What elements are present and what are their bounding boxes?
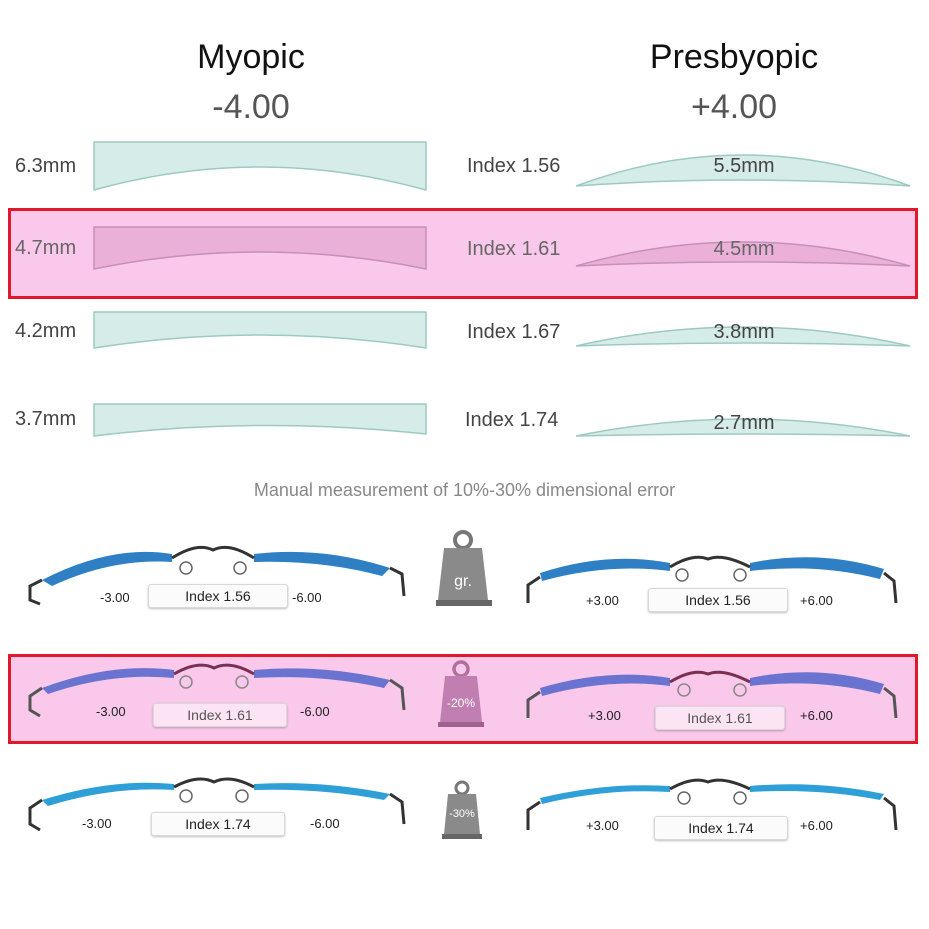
index-label: Index 1.74	[465, 409, 559, 431]
weight-label: gr.	[454, 573, 472, 590]
presbyopic-thickness-label: 2.7mm	[713, 412, 775, 434]
convex-lens-profile	[574, 402, 912, 440]
presbyopic-thickness-label: 5.5mm	[713, 155, 775, 177]
index-box: Index 1.61	[153, 703, 287, 727]
plus-power-right: +6.00	[800, 818, 833, 833]
plus-power-left: +3.00	[586, 593, 619, 608]
index-box: Index 1.74	[654, 816, 788, 840]
index-box: Index 1.61	[655, 706, 785, 730]
weight-icon	[434, 530, 492, 612]
index-box: Index 1.56	[648, 588, 788, 612]
presbyopic-glasses-icon	[518, 545, 908, 611]
weight-label: -20%	[446, 696, 475, 710]
index-box: Index 1.56	[148, 584, 288, 608]
presbyopic-glasses-icon	[518, 662, 908, 726]
plus-power-left: +3.00	[586, 818, 619, 833]
myopic-glasses-icon	[22, 540, 412, 610]
weight-label: -30%	[449, 808, 475, 820]
minus-power-right: -6.00	[292, 590, 322, 605]
convex-lens-profile	[574, 140, 912, 190]
myopic-thickness-label: 6.3mm	[15, 155, 77, 177]
concave-lens-profile	[92, 225, 428, 271]
plus-power-right: +6.00	[800, 708, 833, 723]
concave-lens-profile	[92, 310, 428, 350]
index-label: Index 1.56	[467, 155, 561, 177]
myopic-power: -4.00	[212, 88, 290, 126]
plus-power-left: +3.00	[588, 708, 621, 723]
plus-power-right: +6.00	[800, 593, 833, 608]
convex-lens-profile	[574, 312, 912, 350]
minus-power-right: -6.00	[300, 704, 330, 719]
myopic-thickness-label: 3.7mm	[15, 408, 77, 430]
concave-lens-profile	[92, 140, 428, 192]
convex-lens-profile	[574, 226, 912, 270]
index-label: Index 1.67	[467, 321, 561, 343]
presbyopic-thickness-label: 4.5mm	[713, 238, 775, 260]
minus-power-left: -3.00	[96, 704, 126, 719]
minus-power-right: -6.00	[310, 816, 340, 831]
myopic-title: Myopic	[197, 38, 305, 76]
presbyopic-title: Presbyopic	[649, 38, 819, 76]
index-label: Index 1.61	[467, 238, 561, 260]
myopic-thickness-label: 4.7mm	[15, 237, 77, 259]
presbyopic-thickness-label: 3.8mm	[713, 321, 775, 343]
weight-icon	[440, 780, 484, 842]
myopic-thickness-label: 4.2mm	[15, 320, 77, 342]
index-box: Index 1.74	[151, 812, 285, 836]
minus-power-left: -3.00	[100, 590, 130, 605]
weight-icon	[436, 660, 486, 732]
concave-lens-profile	[92, 402, 428, 438]
myopic-glasses-icon	[22, 656, 412, 722]
myopic-glasses-icon	[22, 772, 412, 836]
presbyopic-glasses-icon	[518, 772, 908, 836]
measurement-note: Manual measurement of 10%-30% dimensiona…	[253, 480, 676, 500]
presbyopic-power: +4.00	[690, 88, 778, 126]
minus-power-left: -3.00	[82, 816, 112, 831]
